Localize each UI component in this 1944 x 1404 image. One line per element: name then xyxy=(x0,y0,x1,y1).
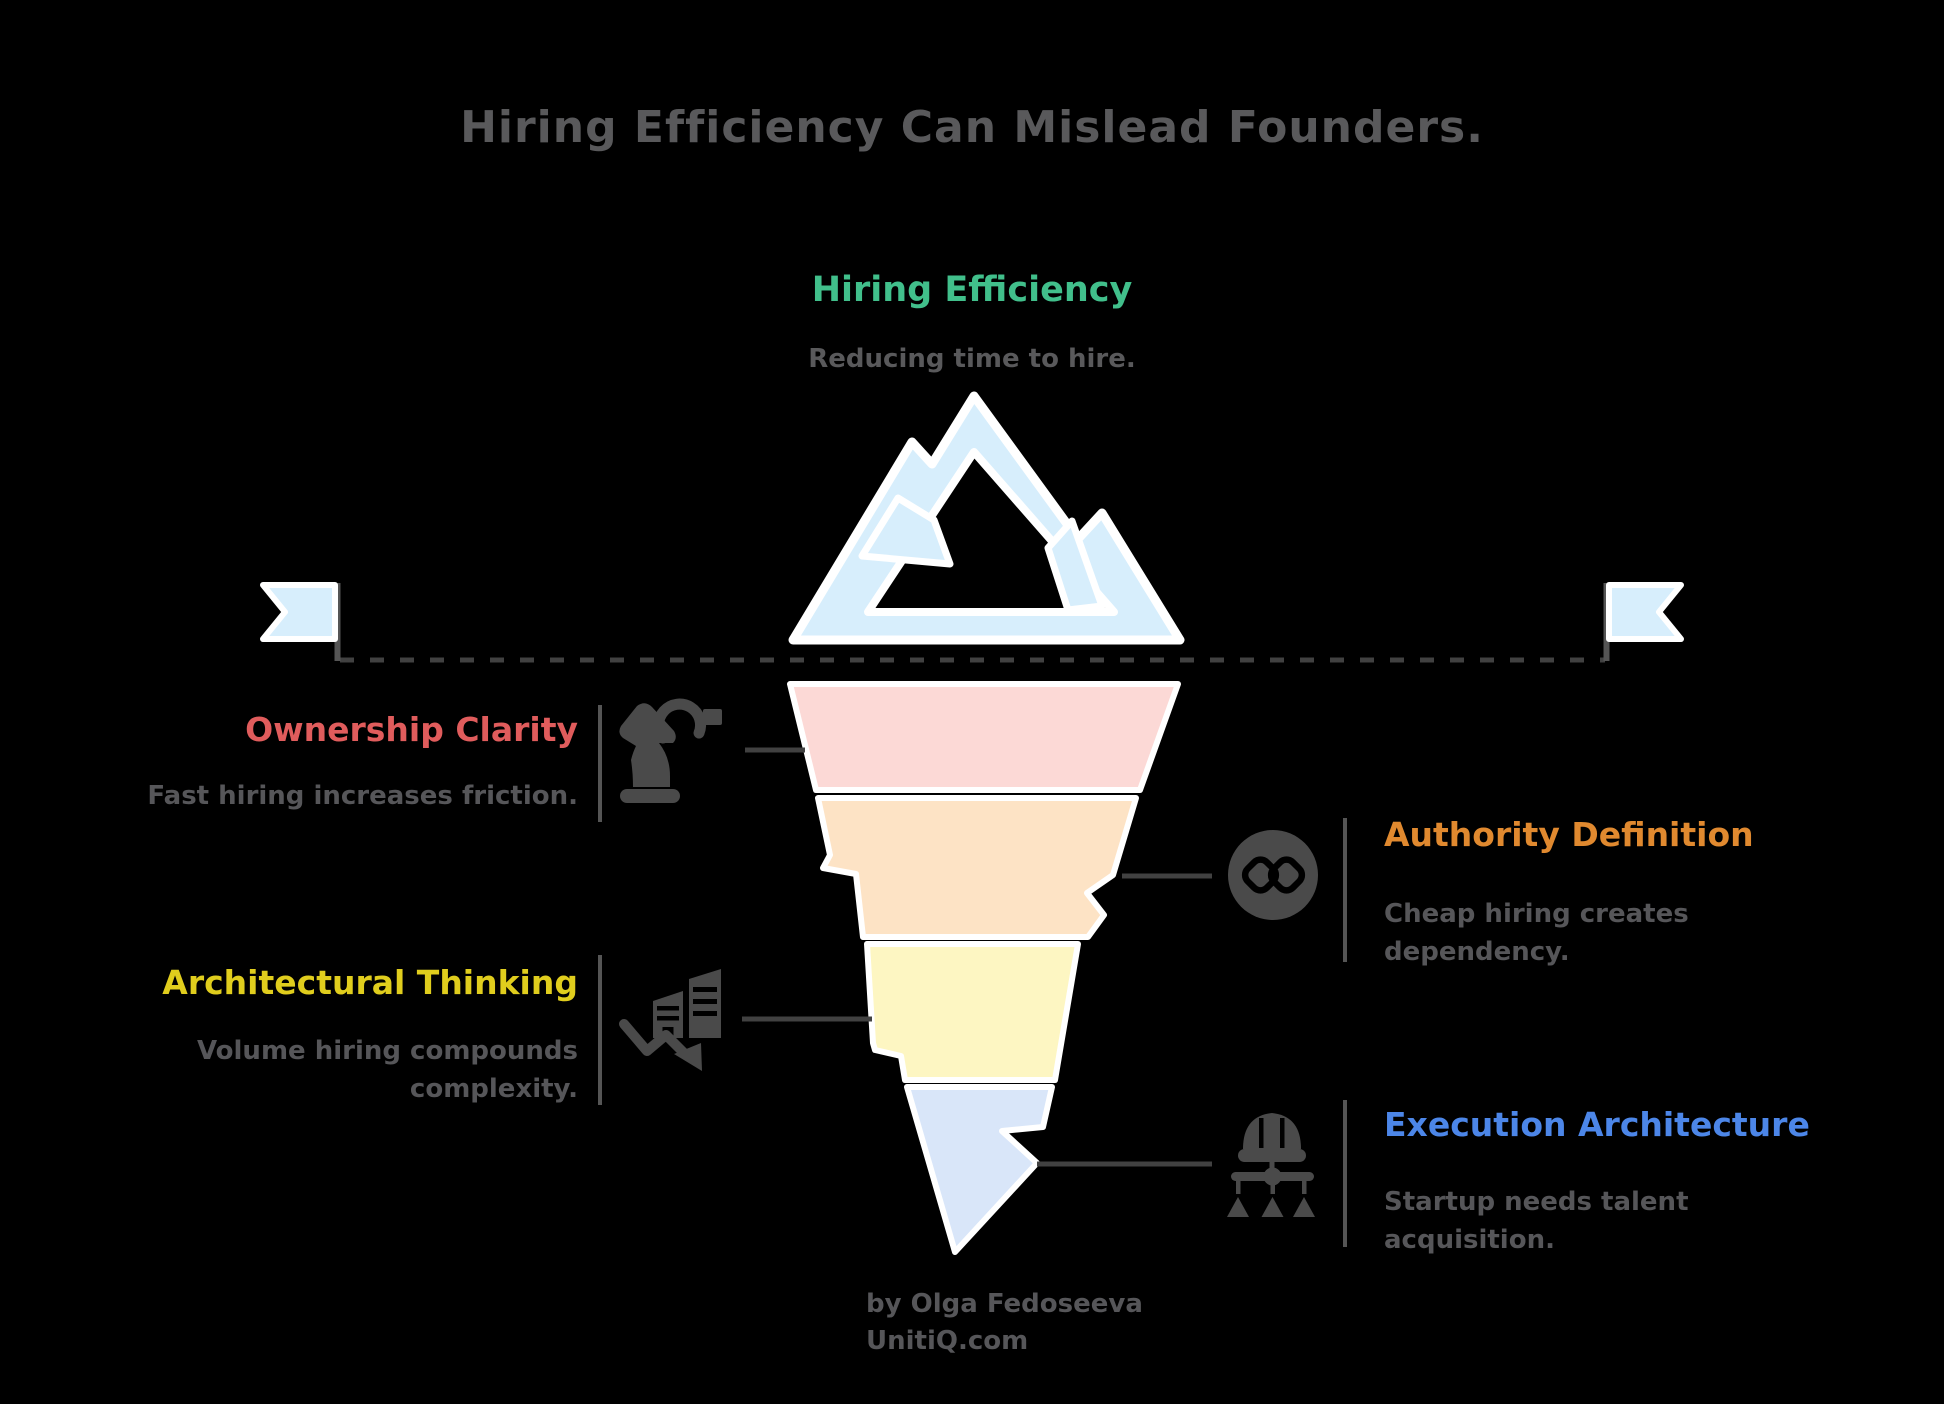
ownership-description: Fast hiring increases friction. xyxy=(147,781,578,811)
credit-byline: by Olga Fedoseeva xyxy=(866,1289,1143,1319)
interlocked-links-icon xyxy=(1228,830,1318,920)
architectural-heading: Architectural Thinking xyxy=(162,963,578,1002)
surface-heading: Hiring Efficiency xyxy=(811,270,1133,310)
architectural-description: Volume hiring compounds complexity. xyxy=(196,1036,578,1104)
iceberg-layer-execution xyxy=(904,1084,1055,1255)
surface-subheading: Reducing time to hire. xyxy=(808,344,1136,374)
iceberg-layer-authority xyxy=(815,795,1139,940)
authority-description: Cheap hiring creates dependency. xyxy=(1384,899,1689,967)
authority-heading: Authority Definition xyxy=(1384,815,1754,854)
iceberg-underwater-layers xyxy=(787,681,1181,1255)
chess-knight-robot-arm-icon xyxy=(619,698,722,803)
credit-footer: by Olga Fedoseeva UnitiQ.com xyxy=(866,1286,1143,1360)
left-flag-icon xyxy=(260,582,341,661)
mountain-icon xyxy=(788,391,1185,645)
iceberg-layer-architectural xyxy=(864,941,1081,1083)
credit-site: UnitiQ.com xyxy=(866,1326,1029,1356)
right-flag-icon xyxy=(1603,582,1684,661)
declining-buildings-icon xyxy=(619,969,721,1071)
ownership-heading: Ownership Clarity xyxy=(245,710,578,749)
hardhat-org-chart-icon xyxy=(1227,1113,1315,1217)
execution-heading: Execution Architecture xyxy=(1384,1105,1810,1144)
iceberg-layer-ownership xyxy=(787,681,1181,793)
main-title: Hiring Efficiency Can Mislead Founders. xyxy=(460,102,1484,153)
execution-description: Startup needs talent acquisition. xyxy=(1384,1187,1689,1255)
